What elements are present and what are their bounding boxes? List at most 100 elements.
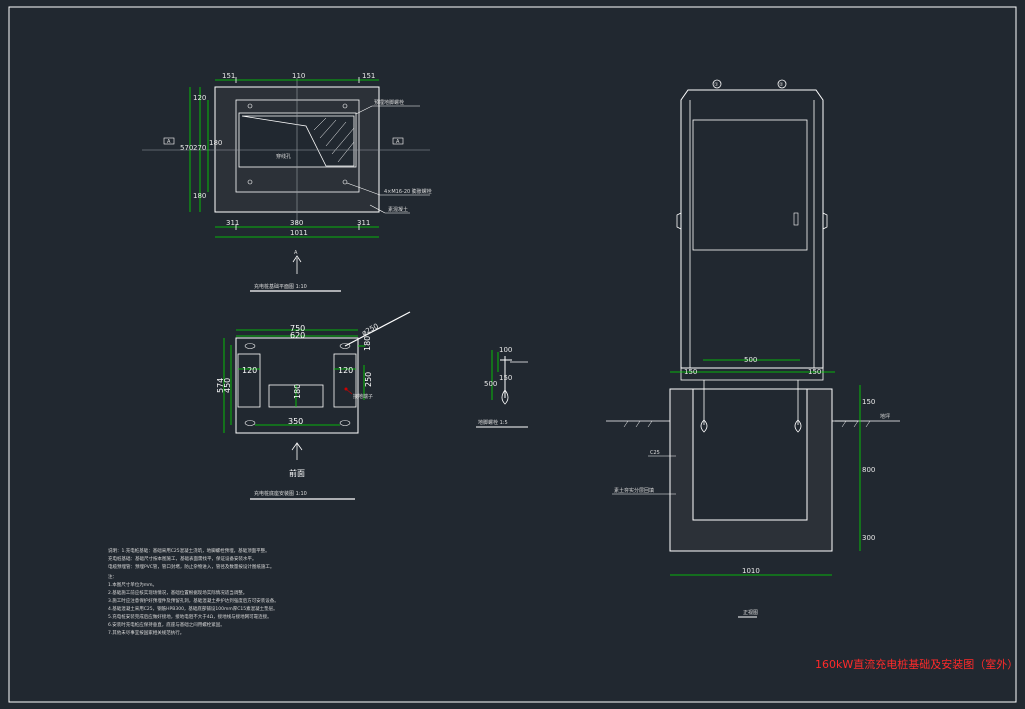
base-bolt-holes: [244, 343, 351, 426]
plan-dim-top-2: 110: [292, 72, 305, 80]
elev-dim-right-1: 150: [862, 398, 875, 406]
base-dim-right-2: 250: [364, 372, 373, 387]
svg-text:①: ①: [714, 82, 719, 88]
plan-view: 穿线孔 A A 预埋地脚螺栓 4×M16-20 膨胀螺栓 素混凝土: [142, 72, 432, 292]
plan-dim-top-1: 151: [222, 72, 235, 80]
section-mark-left: A: [163, 137, 175, 145]
plan-dim-bottom-2: 380: [290, 219, 303, 227]
cabinet-door: [692, 119, 808, 251]
cabinet-base: [680, 367, 824, 381]
note-line: 电缆预埋管：预埋PVC管，管口封堵，防止杂物进入，管径及数量按设计图纸施工。: [108, 563, 274, 570]
plan-cable-label: 穿线孔: [276, 153, 291, 160]
elev-dim-right-2: 800: [862, 466, 875, 474]
base-front-arrow: [291, 442, 303, 460]
base-dim-top-2: 620: [290, 331, 305, 340]
svg-text:ø250: ø250: [361, 322, 380, 337]
cable-holders: [676, 212, 828, 230]
base-diagonal-dim: ø250: [344, 311, 411, 347]
general-notes: 说明：1.充电桩基础：基础采用C25混凝土浇筑，地脚螺栓预埋，基础顶面平整。 充…: [108, 547, 279, 636]
elev-dim-base-3: 150: [808, 368, 821, 376]
detail-dim-1: 100: [499, 346, 512, 354]
plan-dim-bottom-3: 311: [357, 219, 370, 227]
plan-hatch-lines: [313, 117, 355, 163]
foundation-concrete: [669, 388, 833, 552]
plan-dim-left-3: 180: [193, 192, 206, 200]
plan-arrow-label: A: [294, 250, 298, 256]
plan-dim-left-1: 120: [193, 94, 206, 102]
section-mark-right: A: [392, 137, 404, 145]
fill-label: 素土夯实分层回填: [614, 487, 654, 494]
note-line: 6.安装时充电桩应保持垂直，底座与基础之间用螺栓紧固。: [108, 621, 225, 628]
plan-bolt-holes: [247, 103, 348, 185]
note-line: 充电桩基础：基础尺寸按本图施工，基础表面需找平，保证设备安装水平。: [108, 555, 257, 562]
plan-dim-left-2: 270: [193, 144, 206, 152]
plan-dim-left-total: 570: [180, 144, 193, 152]
plan-cable-opening: [238, 112, 357, 168]
base-slot-right: [333, 353, 357, 408]
plan-dim-total: 1011: [290, 229, 308, 237]
elevation-caption: 正视图: [743, 609, 758, 616]
base-dim-left-1: 574: [216, 378, 225, 393]
base-dim-slot-left: 120: [242, 366, 257, 375]
note-line: 1.本图尺寸单位为mm。: [108, 581, 157, 588]
svg-text:A: A: [396, 139, 400, 145]
base-dim-slot-right: 120: [338, 366, 353, 375]
base-outer-plate: [235, 337, 359, 434]
base-dim-lines: [223, 329, 365, 433]
note-line: 3.施工时应注意保护好预埋件及预留孔洞，基础混凝土养护达到强度后方可安装设备。: [108, 597, 279, 604]
base-dim-window: 180: [293, 384, 302, 399]
svg-text:②: ②: [779, 82, 784, 88]
elev-dim-base-2: 500: [744, 356, 757, 364]
svg-text:A: A: [167, 139, 171, 145]
plan-dim-bottom-1: 311: [226, 219, 239, 227]
ground-hatch: [623, 420, 871, 428]
plan-inner-recess: [235, 99, 360, 193]
cabinet-door-handle: [793, 212, 799, 226]
detail-dim-2: 500: [484, 380, 497, 388]
note-line: 4.基础混凝土采用C25，钢筋HPB300，基础底部铺设100mm厚C15素混凝…: [108, 605, 278, 612]
anchor-bolts: [700, 380, 802, 433]
plan-leader-2: 4×M16-20 膨胀螺栓: [384, 188, 432, 195]
charger-cabinet-body: [680, 89, 824, 369]
drawing-title: 160kW直流充电桩基础及安装图（室外）: [815, 657, 1018, 671]
detail-dim-3: 150: [499, 374, 512, 382]
base-dim-right-1: 180: [363, 336, 372, 351]
ground-label: 地坪: [880, 413, 890, 420]
plan-view-arrow: [292, 255, 302, 274]
detail-caption: 地脚螺栓 1:5: [478, 419, 508, 426]
note-line: 5.充电桩安装完成后应做好接地，接地电阻不大于4Ω，接地线与接地网可靠连接。: [108, 613, 272, 620]
plan-leader-1: 预埋地脚螺栓: [374, 99, 404, 106]
plan-caption: 充电桩基础平面图 1:10: [254, 283, 307, 290]
base-dim-lines-elev: [670, 359, 835, 373]
base-callout: 接地端子: [345, 388, 373, 400]
detail-bolt-hook: [501, 389, 509, 405]
detail-view: 100 500 150 地脚螺栓 1:5: [476, 346, 528, 428]
elevation-markers: ① ②: [712, 79, 787, 89]
note-line: 注：: [108, 573, 117, 580]
elev-dim-base-1: 150: [684, 368, 697, 376]
base-slot-left: [237, 353, 261, 408]
note-line: 2.基础施工前应核实现场情况，基础位置根据现场实际情况适当调整。: [108, 589, 247, 596]
drawing-frame: [8, 6, 1017, 703]
note-line: 说明：1.充电桩基础：基础采用C25混凝土浇筑，地脚螺栓预埋，基础顶面平整。: [108, 547, 270, 554]
base-view: 750 620 574 450 120 120 350 180 180 250 …: [216, 311, 411, 500]
detail-dim-lines: [491, 350, 499, 400]
plan-leaders: [346, 105, 430, 214]
elev-dim-right-3: 300: [862, 534, 875, 542]
note-line: 7.其他未尽事宜按国家相关规范执行。: [108, 629, 184, 636]
base-dim-left-2: 450: [223, 378, 232, 393]
plan-dim-lines: [189, 79, 379, 238]
plan-dim-right: 180: [209, 139, 222, 147]
plan-hatch-area: [241, 115, 355, 167]
elevation-view: ① ② 150 500 150: [606, 79, 900, 618]
svg-text:接地端子: 接地端子: [353, 393, 373, 400]
elev-dim-bottom: 1010: [742, 567, 760, 575]
plan-leader-3: 素混凝土: [388, 206, 408, 213]
base-dim-top-1: 750: [290, 324, 305, 333]
concrete-label: C25: [650, 450, 660, 456]
plan-dim-top-3: 151: [362, 72, 375, 80]
base-caption: 充电桩底座安装图 1:10: [254, 490, 307, 497]
base-arrow-label: 前面: [289, 468, 305, 478]
plan-dim-ticks: [235, 77, 360, 230]
